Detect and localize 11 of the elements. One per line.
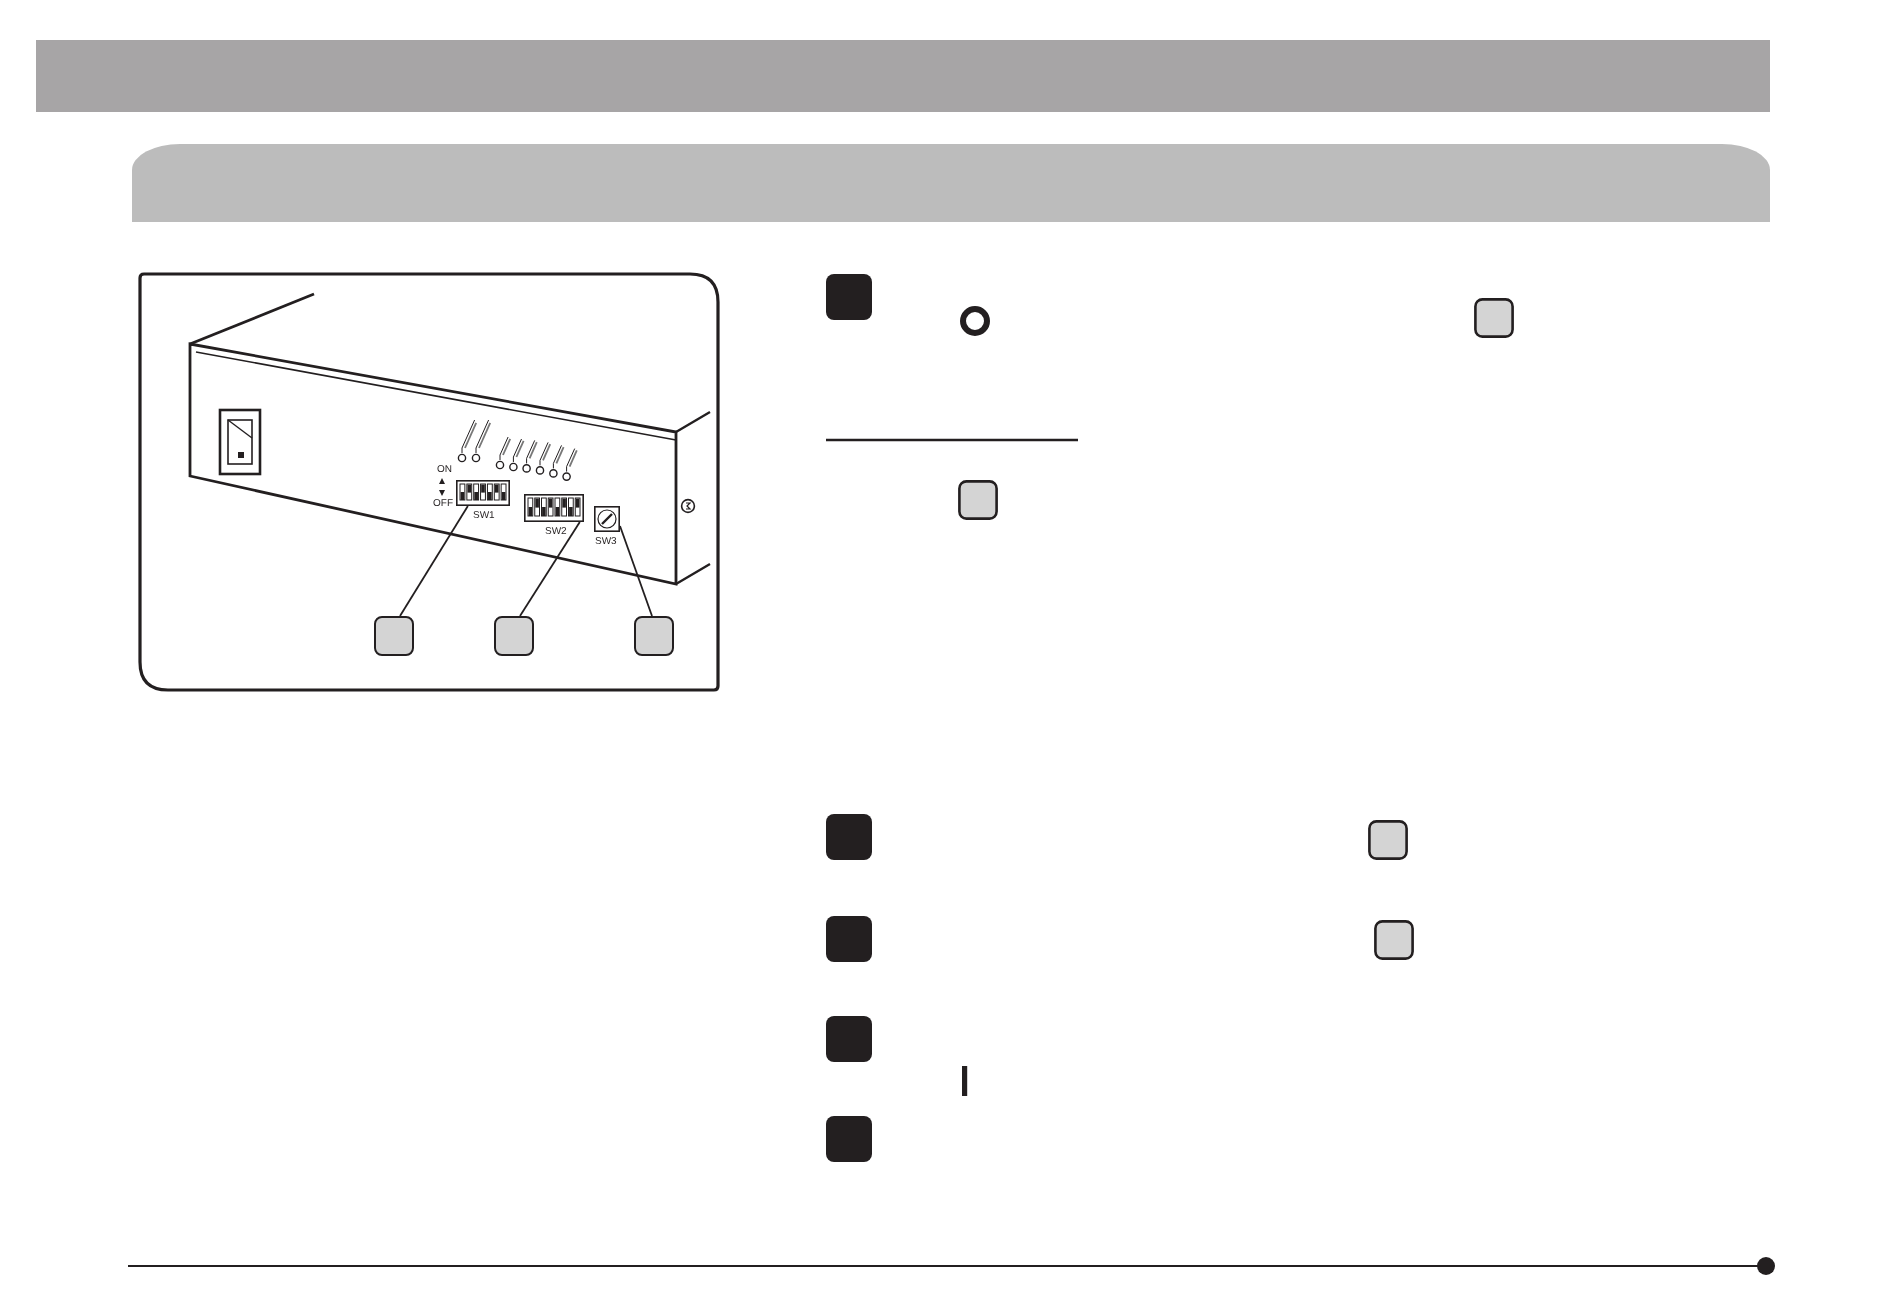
dip-switch bbox=[524, 494, 584, 522]
dip-switch bbox=[456, 480, 510, 506]
header-bar bbox=[36, 40, 1770, 112]
section-heading-bar bbox=[132, 144, 1770, 222]
callout-box bbox=[494, 616, 534, 656]
leader-line bbox=[399, 505, 469, 617]
leader-line bbox=[619, 525, 653, 617]
rotary-switch bbox=[594, 506, 620, 532]
leader-line bbox=[519, 521, 581, 617]
callout-box bbox=[374, 616, 414, 656]
callout-box bbox=[634, 616, 674, 656]
